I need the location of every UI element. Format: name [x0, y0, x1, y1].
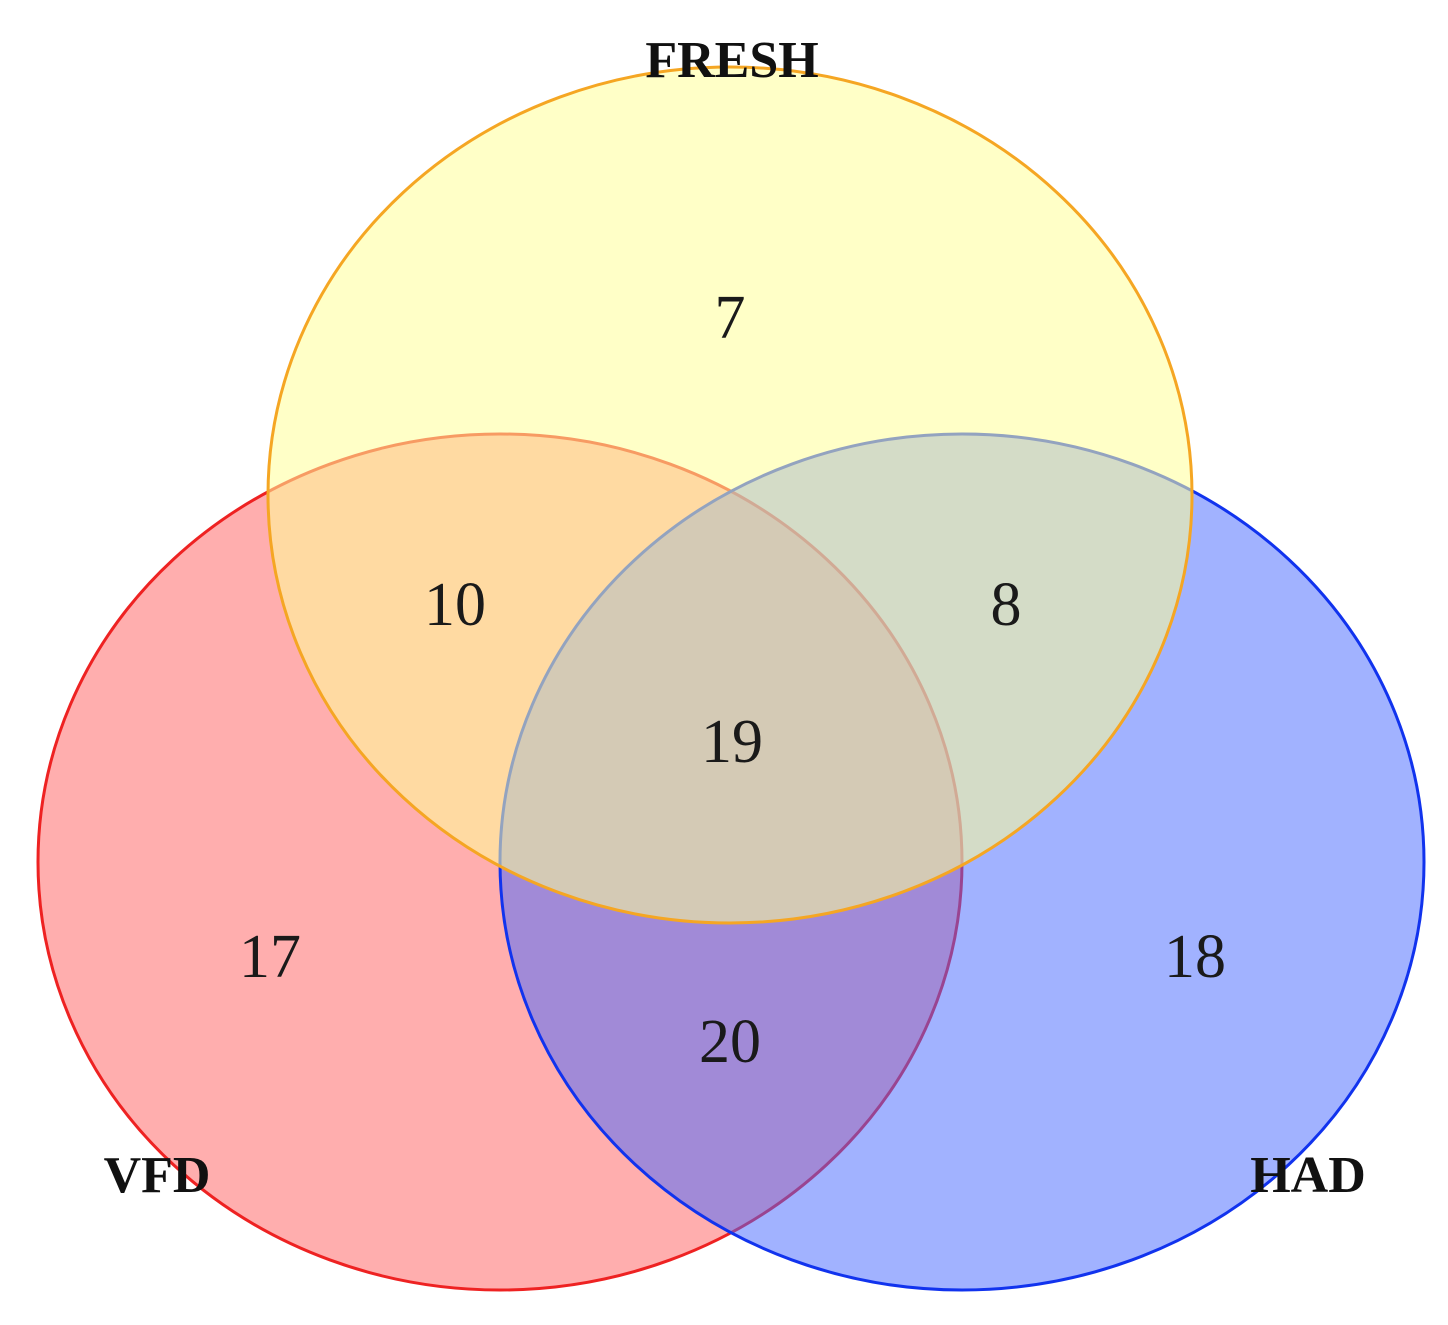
region-count-vfd-only: 17: [239, 923, 301, 991]
region-count-fresh-vfd: 10: [424, 571, 486, 639]
set-label-had: HAD: [1250, 1147, 1366, 1204]
region-count-fresh-had: 8: [991, 571, 1022, 639]
set-circle-fresh: [266, 65, 1194, 925]
region-count-had-only: 18: [1164, 923, 1226, 991]
region-count-all-three: 19: [701, 708, 763, 776]
set-label-fresh: FRESH: [645, 32, 818, 89]
region-count-fresh-only: 7: [715, 284, 746, 352]
region-count-vfd-had: 20: [699, 1008, 761, 1076]
set-label-vfd: VFD: [104, 1147, 211, 1204]
